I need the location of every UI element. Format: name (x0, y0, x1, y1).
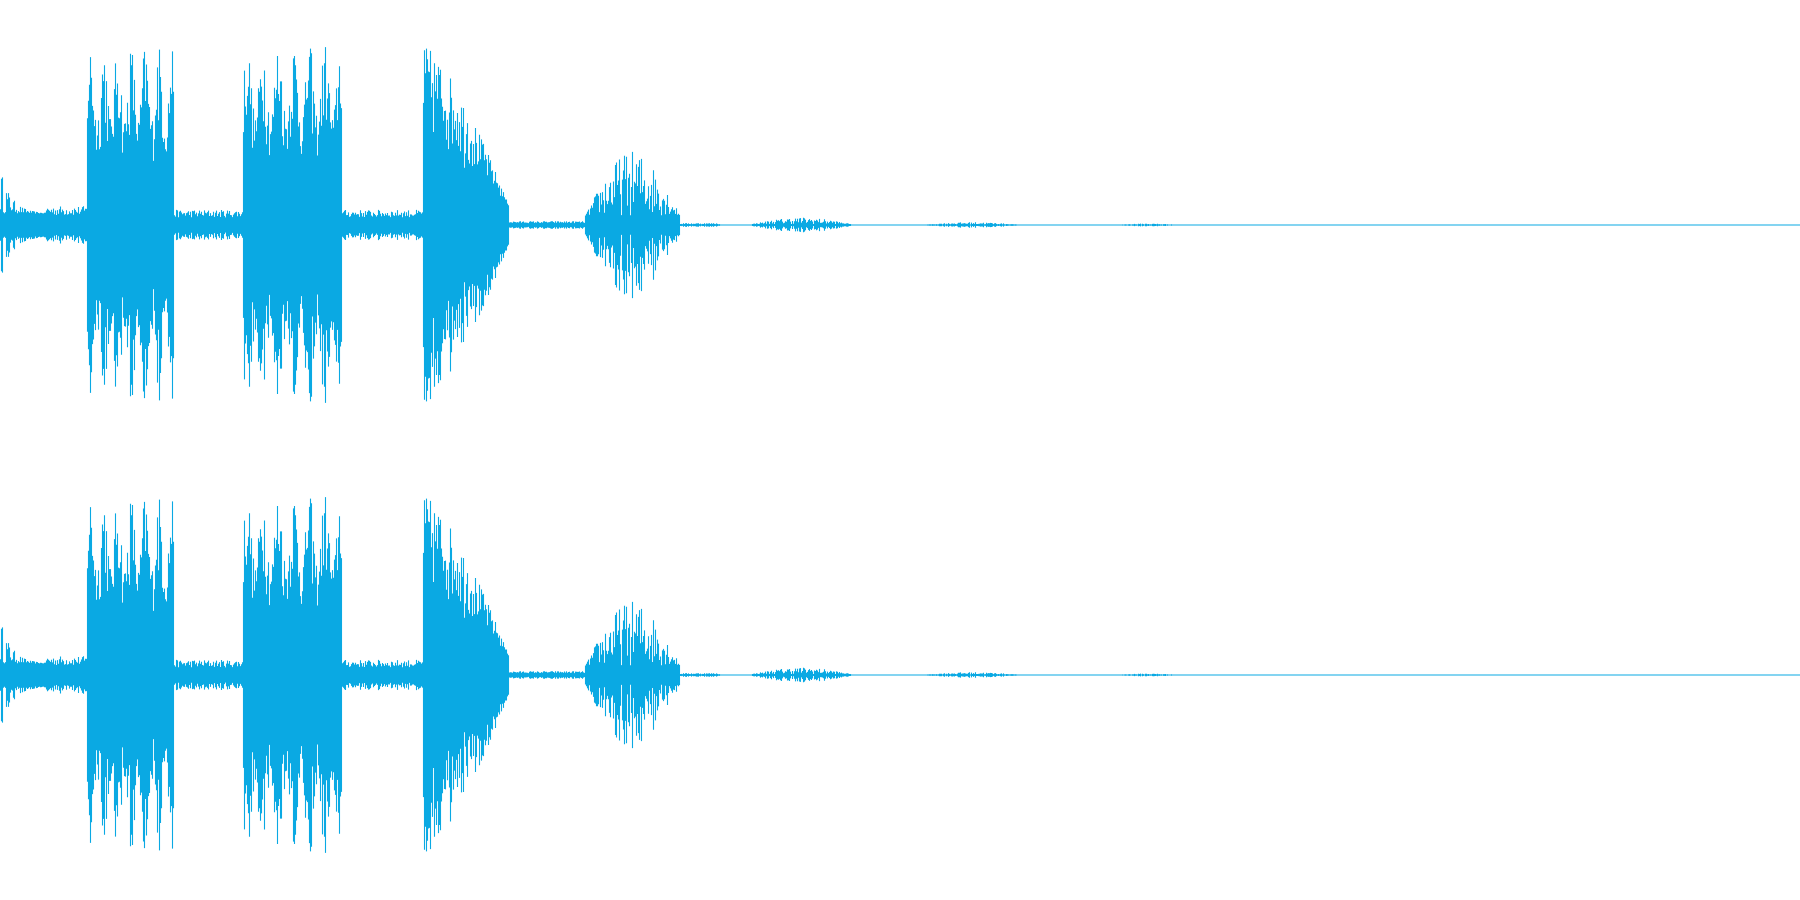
waveform-channel-left (0, 47, 1800, 403)
waveform-channel-right-trace (0, 497, 1180, 853)
waveform-channel-left-plot (0, 47, 1800, 403)
waveform-channel-right (0, 450, 1800, 900)
waveform-channel-right-plot (0, 497, 1800, 853)
waveform-channel-left-trace (0, 47, 1180, 403)
